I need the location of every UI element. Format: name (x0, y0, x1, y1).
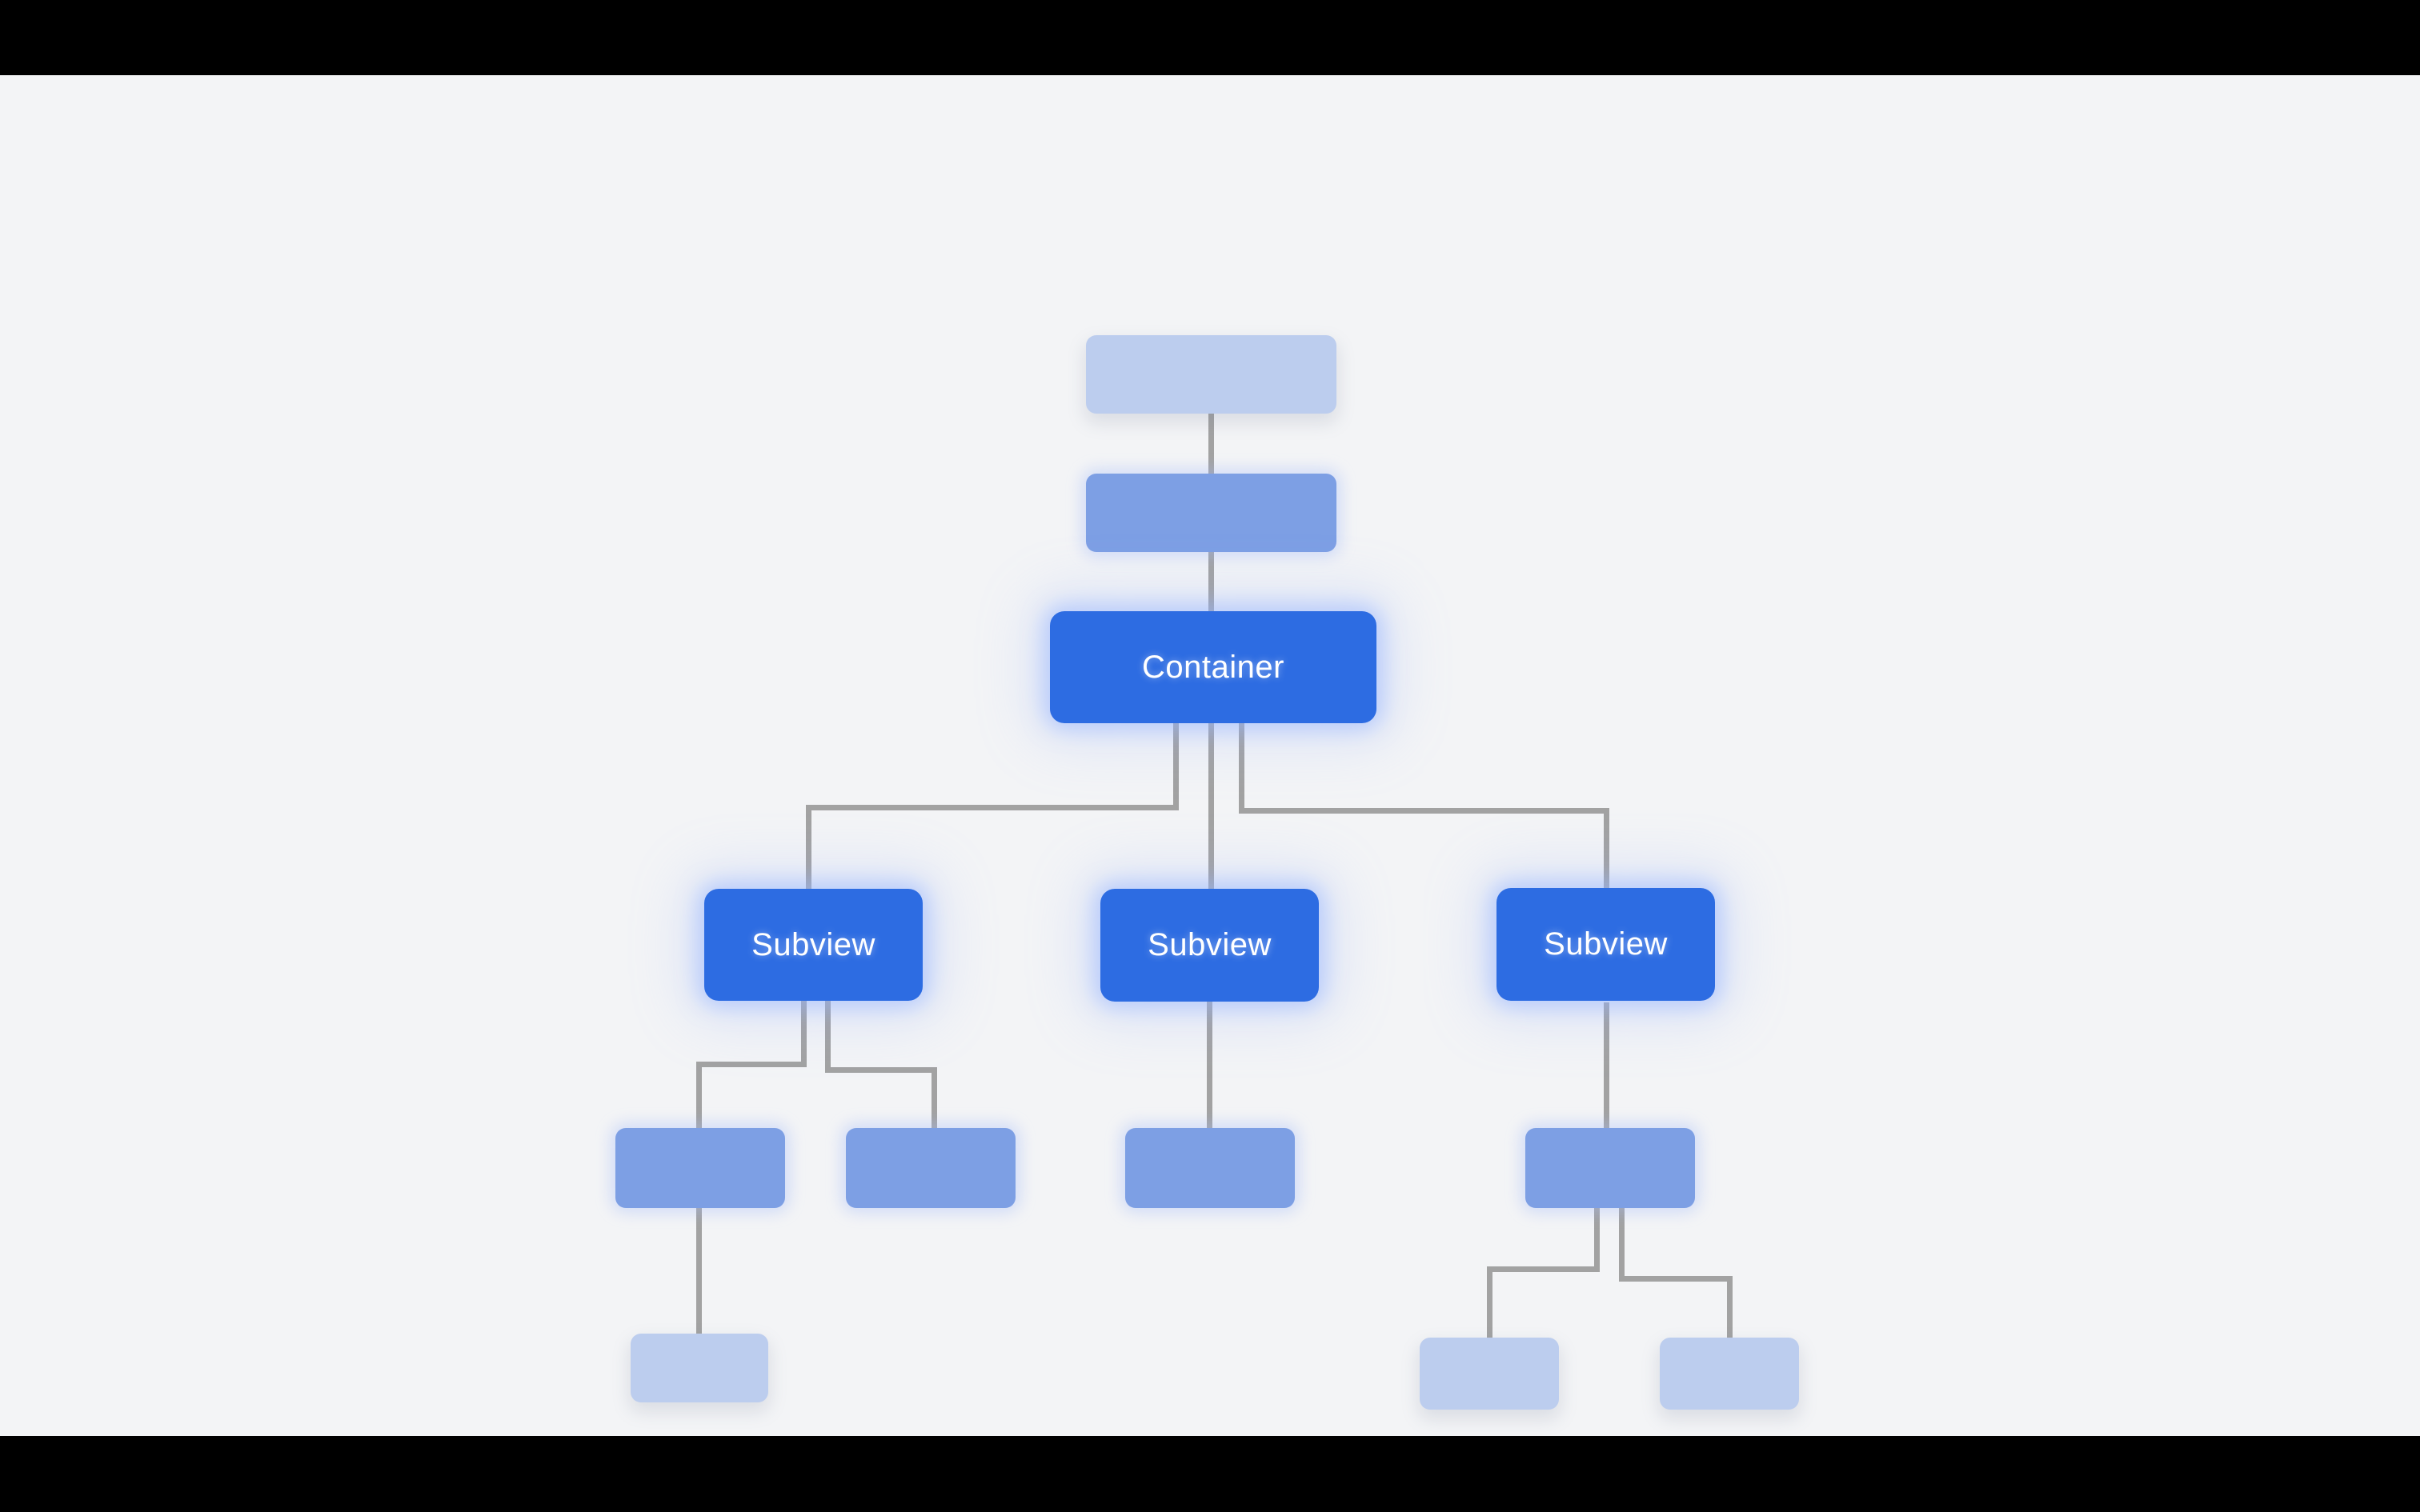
connector-rightgrandchild-a-riser (1487, 1266, 1492, 1338)
node-ancestor-top (1086, 335, 1336, 414)
connector-rightchild-drop-b (1619, 1208, 1625, 1282)
connector-root-to-parent (1208, 414, 1214, 474)
node-subview-center: Subview (1100, 889, 1319, 1002)
node-subview-right: Subview (1496, 888, 1715, 1001)
connector-subviewleft-run-a (696, 1062, 807, 1067)
letterbox-bottom (0, 1436, 2420, 1512)
node-ancestor-mid (1086, 474, 1336, 552)
connector-leftchild-a-riser (696, 1062, 702, 1128)
connector-container-center-drop (1208, 723, 1214, 889)
node-center-child (1125, 1128, 1295, 1208)
connector-leftchild-b-riser (932, 1067, 937, 1128)
connector-rightchild-run-b (1619, 1276, 1732, 1282)
letterbox-top (0, 0, 2420, 75)
connector-subview-left-riser (806, 805, 811, 889)
node-subview-left-label: Subview (751, 926, 875, 962)
node-left-child-b (846, 1128, 1016, 1208)
connector-rightgrandchild-b-riser (1727, 1276, 1733, 1338)
node-subview-left: Subview (704, 889, 923, 1001)
connector-container-right-drop (1239, 723, 1244, 814)
connector-rightchild-drop-a (1594, 1208, 1600, 1272)
connector-container-left-run (806, 805, 1179, 810)
connector-parent-to-container (1208, 552, 1214, 611)
node-left-child-a (615, 1128, 785, 1208)
connector-subviewright-drop (1604, 1002, 1609, 1128)
connector-container-left-drop (1173, 723, 1179, 810)
connector-subviewleft-run-b (825, 1067, 937, 1073)
connector-subview-right-riser (1604, 808, 1609, 888)
connector-leftchild-to-grandchild (696, 1208, 702, 1338)
node-container: Container (1050, 611, 1376, 723)
node-right-grandchild-a (1420, 1338, 1559, 1410)
node-subview-center-label: Subview (1148, 927, 1272, 962)
connector-rightchild-run-a (1487, 1266, 1600, 1272)
node-subview-right-label: Subview (1544, 926, 1668, 962)
node-container-label: Container (1142, 649, 1284, 685)
node-right-grandchild-b (1660, 1338, 1799, 1410)
diagram-canvas: Container Subview Subview Subview (0, 75, 2420, 1436)
connector-subviewleft-drop-b (825, 1001, 831, 1073)
connector-subviewcenter-drop (1207, 1002, 1212, 1128)
node-left-grandchild (631, 1334, 768, 1402)
connector-subviewleft-drop-a (801, 1001, 807, 1067)
node-right-child (1525, 1128, 1695, 1208)
connector-container-right-run (1239, 808, 1609, 814)
